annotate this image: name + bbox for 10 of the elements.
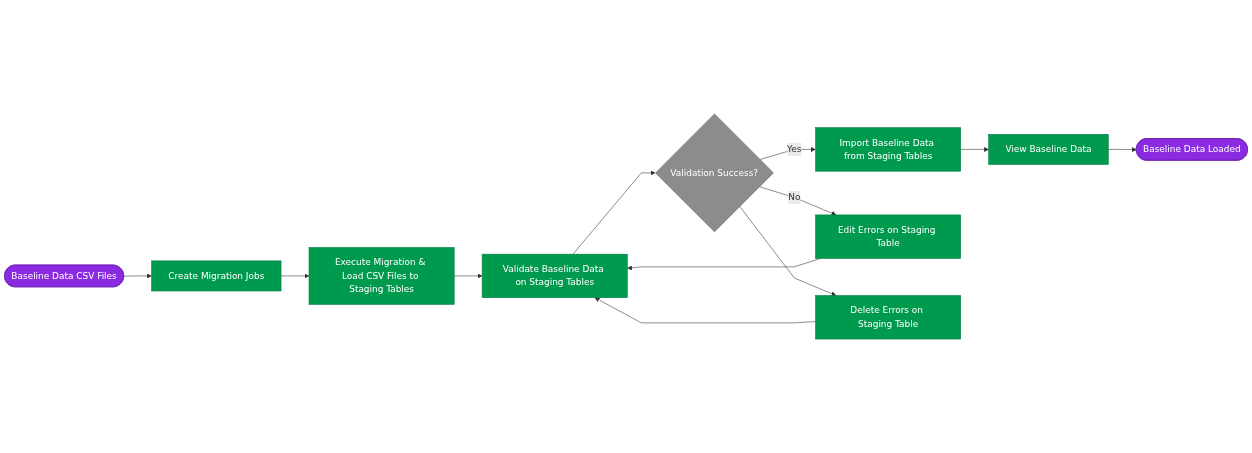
node-box: Import Baseline Data from Staging Tables — [815, 127, 961, 172]
node-box: Validate Baseline Data on Staging Tables — [481, 253, 628, 298]
node-box: Edit Errors on Staging Table — [815, 214, 961, 259]
edge-label: Yes — [787, 143, 802, 155]
node-box: Execute Migration & Load CSV Files to Staging Tables — [308, 247, 455, 305]
node-diamond: Validation Success? — [655, 113, 774, 233]
node-box: Delete Errors on Staging Table — [815, 295, 961, 340]
edge-label: No — [788, 191, 801, 203]
node-box: Create Migration Jobs — [151, 260, 282, 292]
node-box: View Baseline Data — [988, 134, 1109, 165]
